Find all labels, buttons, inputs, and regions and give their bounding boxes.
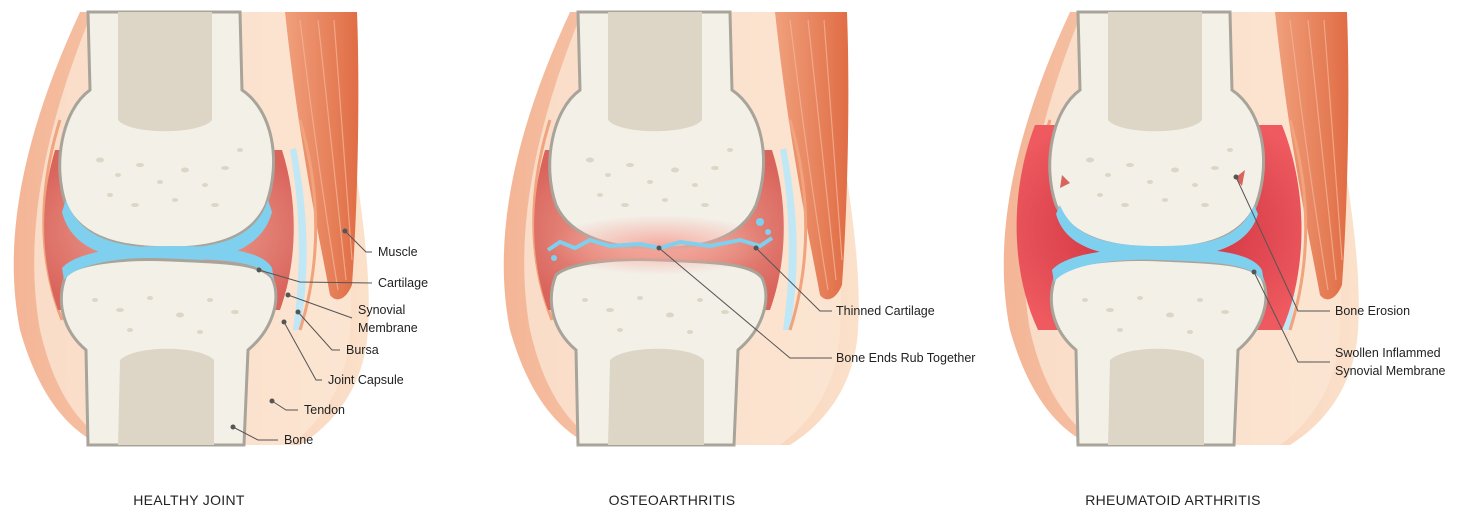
panel-osteoarthritis: [504, 12, 859, 445]
label-joint-capsule: Joint Capsule: [328, 373, 404, 387]
label-tendon: Tendon: [304, 403, 345, 417]
caption-healthy-joint: HEALTHY JOINT: [133, 492, 245, 508]
label-synovial-2: Membrane: [358, 321, 418, 335]
label-bursa: Bursa: [346, 343, 379, 357]
label-synovial-1: Synovial: [358, 303, 405, 317]
caption-osteoarthritis: OSTEOARTHRITIS: [609, 492, 736, 508]
label-cartilage: Cartilage: [378, 276, 428, 290]
label-bone: Bone: [284, 433, 313, 447]
caption-rheumatoid-arthritis: RHEUMATOID ARTHRITIS: [1085, 492, 1261, 508]
label-swollen-2: Synovial Membrane: [1335, 364, 1446, 378]
label-bone-ends: Bone Ends Rub Together: [836, 351, 975, 365]
label-swollen-1: Swollen Inflammed: [1335, 346, 1441, 360]
panel-rheumatoid-arthritis: [1004, 12, 1359, 445]
label-thinned-cartilage: Thinned Cartilage: [836, 304, 935, 318]
label-muscle: Muscle: [378, 245, 418, 259]
label-bone-erosion: Bone Erosion: [1335, 304, 1410, 318]
